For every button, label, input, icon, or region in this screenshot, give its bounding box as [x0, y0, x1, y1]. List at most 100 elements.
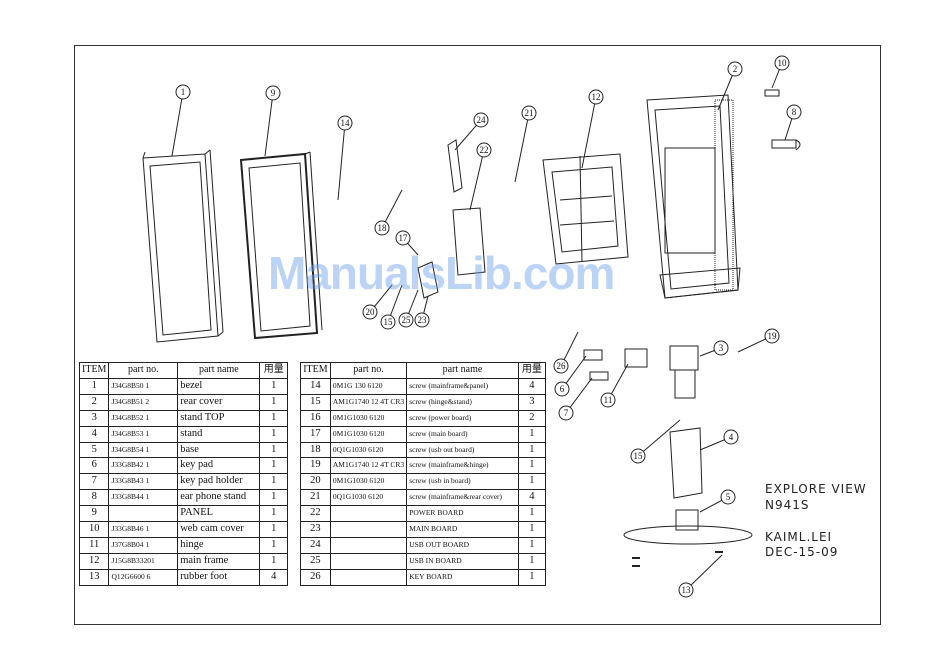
cell-qty: 1: [517, 441, 547, 459]
cell-item: 13: [78, 568, 110, 586]
cell-item: 6: [78, 457, 110, 475]
cell-part-no: J33G8B43 1: [108, 473, 179, 491]
cell-qty: 1: [517, 568, 547, 586]
callout-number: 22: [480, 145, 489, 155]
callout-circle: [395, 230, 411, 246]
cell-qty: 1: [517, 457, 547, 475]
cell-part-name: USB IN BOARD: [406, 552, 519, 570]
watermark: ManualsLib.com: [268, 247, 615, 299]
cell-qty: 1: [259, 505, 288, 523]
part-hinge: [624, 348, 648, 368]
callout-number: 13: [682, 585, 692, 595]
cell-part-name: stand: [177, 425, 261, 443]
cell-qty: 1: [259, 473, 288, 491]
cell-part-no: 0M1G1030 6120: [329, 409, 408, 427]
callout-circle: [374, 220, 390, 236]
part-power-board: [452, 207, 486, 276]
cell-part-no: J34G8B51 2: [108, 393, 179, 411]
header-part-no: part no.: [108, 362, 179, 379]
cell-part-name: main frame: [177, 552, 261, 570]
callout-number: 6: [560, 384, 565, 394]
callout-circle: [774, 55, 790, 71]
cell-part-no: J34G8B50 1: [108, 377, 179, 395]
callout-number: 14: [341, 118, 351, 128]
cell-part-name: USB OUT BOARD: [406, 536, 519, 554]
cell-part-name: key pad holder: [177, 473, 261, 491]
callout-circle: [600, 392, 616, 408]
callout-number: 24: [477, 115, 487, 125]
cell-part-name: screw (usb in board): [406, 473, 519, 491]
cell-part-no: 0M1G1030 6120: [329, 425, 408, 443]
callout-circle: [588, 89, 604, 105]
cell-item: 3: [78, 409, 110, 427]
callout-number: 26: [557, 361, 567, 371]
callout-circle: [521, 105, 537, 121]
cell-part-name: screw (mainframe&panel): [406, 377, 519, 395]
cell-part-no: 0Q1G1030 6120: [329, 441, 408, 459]
callout-circle: [713, 340, 729, 356]
cell-item: 14: [300, 377, 331, 395]
cell-part-no: 0Q1G1030 6120: [329, 489, 408, 507]
callout-circle: [554, 381, 570, 397]
cell-item: 26: [300, 568, 331, 586]
callout-leader: [514, 112, 530, 183]
cell-part-no: J34G8B54 1: [108, 441, 179, 459]
cell-qty: 1: [259, 521, 288, 538]
callout-leader: [337, 122, 346, 201]
title-model: N941S: [765, 498, 810, 512]
cell-item: 18: [300, 441, 331, 459]
cell-part-name: screw (power board): [406, 409, 519, 427]
cell-qty: 1: [517, 425, 547, 443]
cell-part-no: J33G8B46 1: [108, 521, 179, 538]
cell-qty: 1: [517, 505, 547, 523]
callout-circle: [175, 84, 191, 100]
cell-item: 23: [300, 521, 331, 538]
cell-part-name: rubber foot: [177, 568, 261, 586]
cell-part-name: rear cover: [177, 393, 261, 411]
callout-circle: [678, 582, 694, 598]
callout-circle: [558, 405, 574, 421]
table-header-row: ITEM part no. part name 用量: [300, 362, 547, 379]
callout-leader: [264, 92, 274, 157]
callout-number: 18: [378, 223, 388, 233]
cell-item: 2: [78, 393, 110, 411]
callout-circle: [720, 489, 736, 505]
part-main-frame: [542, 153, 629, 265]
cell-part-no: 0M1G 130 6120: [329, 377, 408, 395]
cell-part-no: J33G8B44 1: [108, 489, 179, 507]
callout-number: 4: [729, 432, 734, 442]
cell-part-no: J33G8B42 1: [108, 457, 179, 475]
cell-part-name: screw (mainframe&hinge): [406, 457, 519, 475]
callout-circle: [786, 104, 802, 120]
cell-item: 1: [78, 377, 110, 395]
cell-item: 17: [300, 425, 331, 443]
callout-number: 10: [778, 58, 788, 68]
part-rubber-foot: [632, 551, 723, 567]
callout-circle: [723, 429, 739, 445]
cell-item: 25: [300, 552, 331, 570]
cell-item: 5: [78, 441, 110, 459]
callout-circle: [337, 115, 353, 131]
part-stand-top: [669, 345, 699, 399]
cell-item: 21: [300, 489, 331, 507]
callout-number: 20: [366, 307, 376, 317]
callout-circle: [630, 448, 646, 464]
callout-number: 11: [604, 395, 613, 405]
cell-part-no: [329, 505, 408, 523]
callout-number: 9: [271, 88, 276, 98]
cell-part-no: AM1G1740 12 4T CR3: [329, 393, 408, 411]
cell-part-name: MAIN BOARD: [406, 521, 519, 538]
cell-qty: 4: [259, 568, 288, 586]
